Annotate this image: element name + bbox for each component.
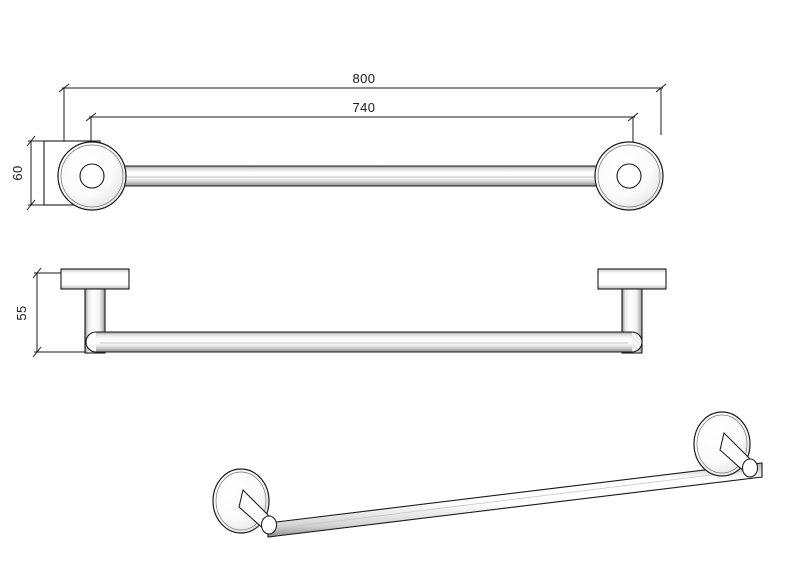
dimension-label-overall-length: 800 [353,71,376,86]
dimension-overall-length [58,83,667,146]
perspective-left-stem-cap [260,515,278,535]
rail-bar-body [96,166,636,186]
dimension-center-to-center [85,112,639,150]
perspective-right-stem-cap [741,458,759,478]
right-bracket-plate [597,268,667,290]
plan-view: 800 740 60 [10,71,667,211]
dim-tick-left [58,83,70,93]
rail-cap-left [85,331,97,353]
dimension-label-bracket-height: 55 [14,305,29,320]
dim-tick-bottom [26,199,36,211]
perspective-rail-highlight [271,468,761,530]
left-flange-hub [79,163,105,189]
front-elevation: 55 [14,267,667,358]
dim-tick-bottom [32,346,42,358]
rail-cap-right [631,331,643,353]
perspective-left-flange-ring [215,471,267,531]
left-bracket-plate [60,268,130,290]
right-flange-ring [597,144,661,208]
perspective-view [212,411,763,538]
dimension-label-center-to-center: 740 [353,100,376,115]
dim-tick-top [26,135,36,147]
perspective-right-flange-ring [696,414,748,474]
dimension-projection-depth [26,135,52,211]
left-flange-ring [60,144,124,208]
dim-tick-right [627,112,639,122]
rail-bar-body-elevation [96,332,632,352]
right-flange-hub [616,163,642,189]
dim-tick-left [85,112,97,122]
dimension-label-projection-depth: 60 [10,165,25,180]
dim-tick-right [655,83,667,93]
dim-tick-top [32,267,42,279]
